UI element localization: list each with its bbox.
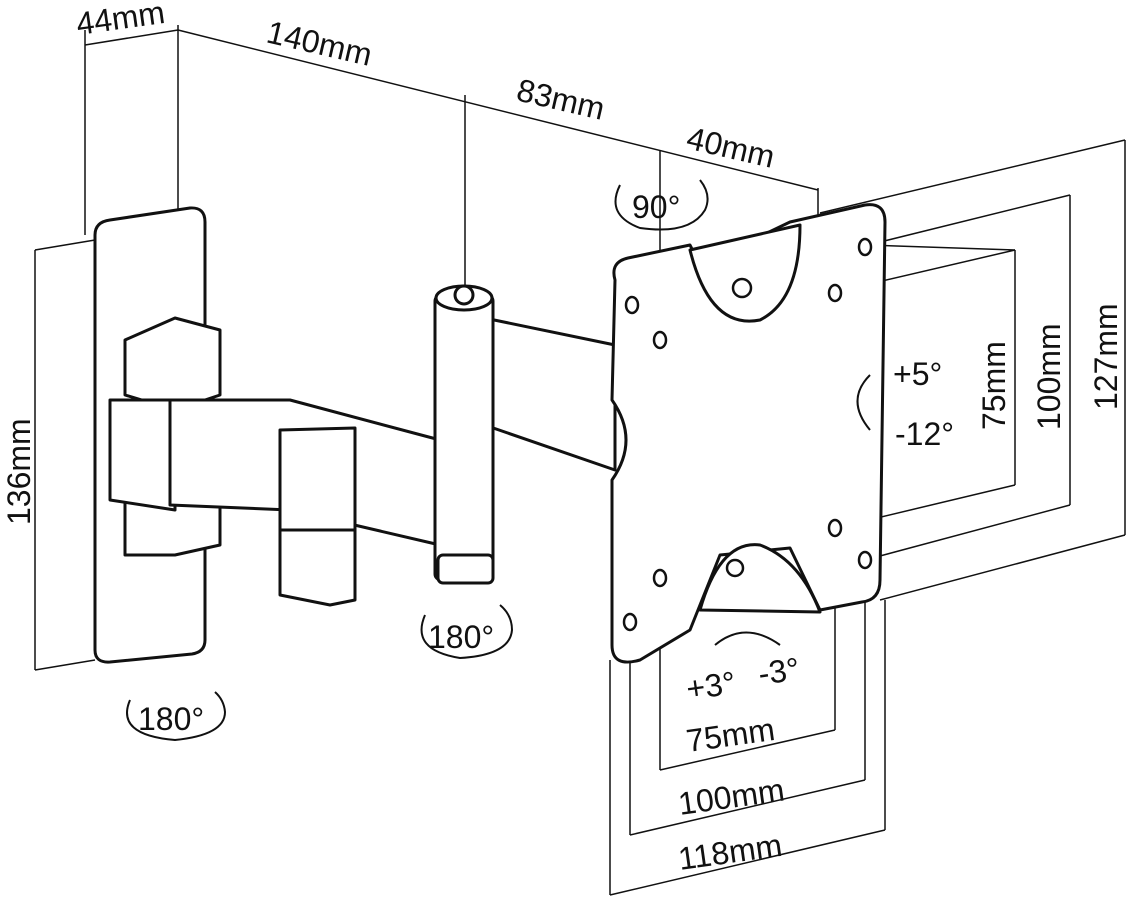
dim-140mm: 140mm (263, 14, 375, 73)
second-arm (433, 284, 617, 585)
wall-plate (93, 206, 222, 664)
dim-118mm: 118mm (676, 827, 784, 877)
rot-90: 90° (632, 189, 680, 225)
dim-40mm: 40mm (683, 120, 778, 175)
vesa-plate (610, 203, 887, 664)
dim-100mm-vertical: 100mm (1031, 323, 1067, 430)
dim-75mm-horizontal: 75mm (684, 711, 777, 759)
dim-44mm: 44mm (74, 0, 167, 42)
first-arm (168, 398, 442, 607)
rot-180-wall: 180° (138, 701, 204, 737)
dim-75mm-vertical: 75mm (976, 341, 1012, 430)
tilt-minus-12: -12° (895, 416, 954, 452)
rotate-minus-3: -3° (756, 651, 802, 692)
dim-127mm: 127mm (1088, 303, 1124, 410)
rot-180-arm: 180° (428, 619, 494, 655)
dim-136mm: 136mm (1, 418, 37, 525)
rotation-arrows (126, 179, 871, 742)
dim-83mm: 83mm (513, 72, 608, 127)
dim-100mm-horizontal: 100mm (676, 771, 787, 821)
tilt-plus-5: +5° (893, 356, 942, 392)
rotate-plus-3: +3° (684, 664, 738, 707)
